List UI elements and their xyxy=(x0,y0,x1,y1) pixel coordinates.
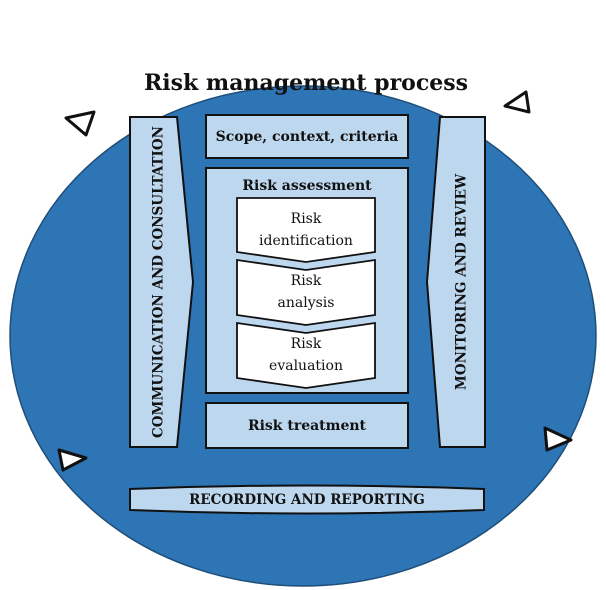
step-line1: Risk xyxy=(291,273,322,289)
communication-consultation-arrow xyxy=(129,116,195,448)
monitoring-review-label: MONITORING AND REVIEW xyxy=(454,173,470,390)
step-line1: Risk xyxy=(291,211,322,227)
step-risk-identification xyxy=(236,197,376,263)
communication-consultation-label: COMMUNICATION AND CONSULTATION xyxy=(151,126,167,438)
step-line2: evaluation xyxy=(269,358,343,374)
step-risk-evaluation xyxy=(236,321,376,389)
step-risk-analysis xyxy=(236,258,376,326)
scope-context-criteria-box xyxy=(205,114,409,159)
cycle-arrow-bottom-right-icon xyxy=(543,426,573,452)
risk-treatment-label: Risk treatment xyxy=(248,418,367,434)
step-line2: identification xyxy=(259,233,353,249)
scope-context-criteria-label: Scope, context, criteria xyxy=(216,129,399,145)
recording-reporting-label: RECORDING AND REPORTING xyxy=(189,492,425,508)
step-line1: Risk xyxy=(291,336,322,352)
diagram-title: Risk management process xyxy=(144,70,468,96)
cycle-arrow-top-right-icon xyxy=(503,90,531,114)
recording-reporting-bar xyxy=(129,484,485,515)
risk-treatment-box xyxy=(205,402,409,449)
cycle-arrow-bottom-left-icon xyxy=(57,448,88,472)
risk-assessment-label: Risk assessment xyxy=(242,178,372,194)
cycle-arrow-top-left-icon xyxy=(64,110,96,137)
monitoring-review-arrow xyxy=(425,116,486,448)
step-line2: analysis xyxy=(278,295,335,311)
